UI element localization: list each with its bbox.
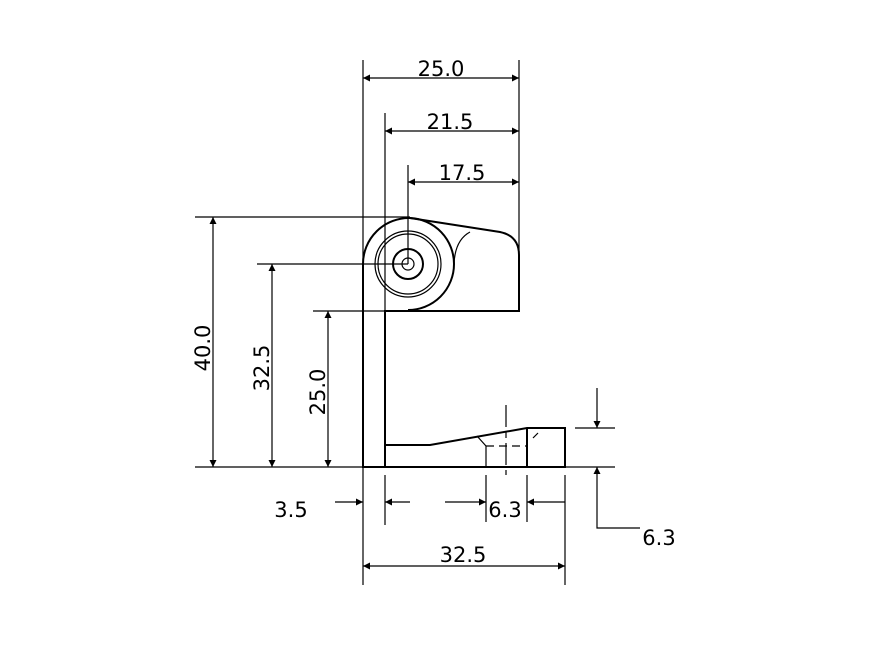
extension-lines xyxy=(195,60,615,585)
dimension-labels: 25.0 21.5 17.5 40.0 32.5 25.0 3.5 6.3 32… xyxy=(191,57,676,567)
dim-top-width-mid: 21.5 xyxy=(427,110,474,134)
part-outline xyxy=(362,216,566,475)
dimension-lines xyxy=(209,74,640,570)
dim-height-hole-center: 32.5 xyxy=(250,345,274,392)
dim-top-width-hole: 17.5 xyxy=(439,161,486,185)
dim-slot-width: 6.3 xyxy=(488,498,521,522)
dim-top-width-overall: 25.0 xyxy=(418,57,465,81)
dim-height-overall: 40.0 xyxy=(191,325,215,372)
dim-base-length: 32.5 xyxy=(440,543,487,567)
dim-base-height: 6.3 xyxy=(642,526,675,550)
dim-height-plate: 25.0 xyxy=(306,369,330,416)
dim-plate-thickness: 3.5 xyxy=(274,498,307,522)
